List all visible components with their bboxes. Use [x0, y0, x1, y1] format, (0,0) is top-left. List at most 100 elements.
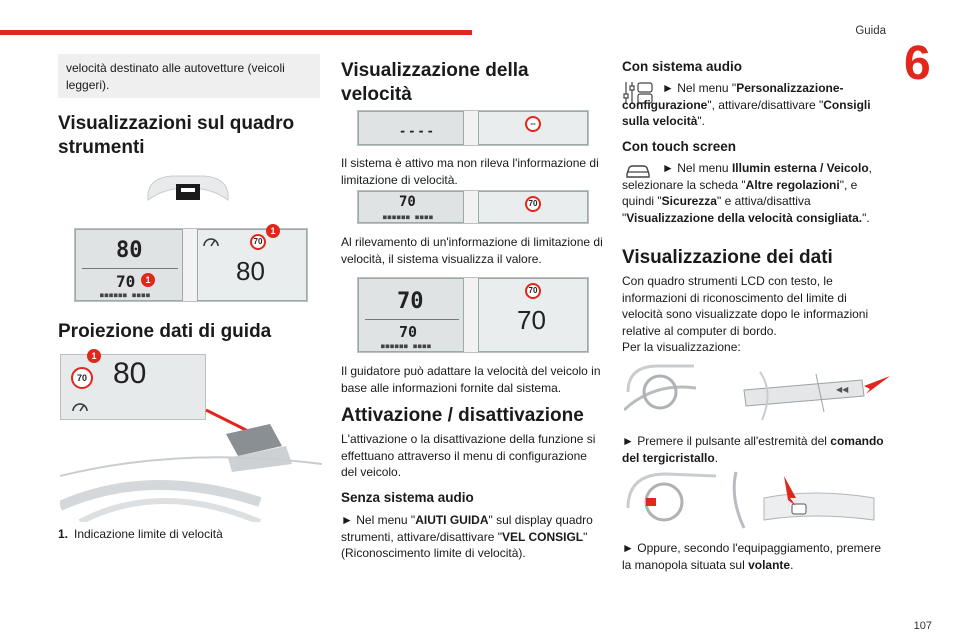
cluster-figure: 80 70 ■■■■■■ ■■■■ 1 70 1 80 — [74, 224, 308, 302]
subheading-with-audio: Con sistema audio — [622, 59, 743, 74]
control-name: comando del tergicristallo — [622, 434, 884, 465]
top-accent-bar — [0, 30, 472, 35]
text-run: . — [790, 557, 794, 572]
caption-number: 1. — [58, 527, 69, 541]
text-run: " e attiva/disattiva " — [622, 194, 811, 225]
instruction-with-audio: ► Nel menu "Personalizzazione-configuraz… — [622, 80, 884, 130]
lcd-left-display: 80 70 ■■■■■■ ■■■■ — [75, 229, 183, 301]
speed-limit-sign-empty: -- — [525, 116, 541, 132]
paragraph: Con quadro strumenti LCD con testo, le i… — [622, 274, 869, 338]
text-run: ", e quindi " — [622, 177, 858, 209]
lcd-left-display: 70 70 ■■■■■■ ■■■■ — [358, 278, 464, 352]
speed-readout: 80 — [236, 256, 265, 286]
chapter-tab: 6 — [898, 34, 960, 112]
settings-menu-icon — [623, 82, 653, 104]
text-run: . — [714, 450, 719, 465]
heading-data-display: Visualizzazione dei dati — [622, 247, 833, 268]
arrow-bullet: ► — [622, 541, 634, 555]
instruction-touch-screen: ► Nel menu Illumin esterna / Veicolo, se… — [622, 160, 884, 226]
segment-dots: ■■■■■■ ■■■■ — [381, 343, 432, 350]
heading-head-up: Proiezione dati di guida — [58, 321, 272, 342]
wiper-stalk-illustration: ◀◀ — [624, 364, 890, 421]
hud-figure: 70 1 80 — [60, 349, 206, 420]
instruction-wiper: ► Premere il pulsante all'estremità del … — [622, 433, 884, 466]
hud-speed-readout: 80 — [113, 357, 147, 390]
paragraph: Al rilevamento di un'informazione di lim… — [341, 235, 603, 266]
page-section-title: Guida — [855, 25, 886, 37]
text-run: Nel menu " — [356, 513, 416, 527]
text-run: ". — [697, 114, 705, 128]
steering-wheel-illustration — [626, 471, 875, 529]
arrow-bullet: ► — [662, 161, 674, 175]
instruction-steering: ► Oppure, secondo l'equipaggiamento, pre… — [622, 540, 884, 573]
option-name: Visualizzazione della velocità consiglia… — [626, 210, 863, 225]
text-run: Premere il pulsante all'estremità del — [637, 434, 831, 448]
lcd-right-display: 70 1 80 — [197, 224, 307, 301]
speed-limit-sign: 70 — [525, 196, 541, 212]
chapter-number: 6 — [904, 37, 931, 90]
lcd-right-display: 70 — [478, 191, 588, 223]
speed-figure-2: 70 ■■■■■■ ■■■■ 70 — [357, 190, 589, 224]
dash-placeholder: ---- — [399, 124, 436, 138]
tab-name: Altre regolazioni — [745, 177, 840, 192]
paragraph: L'attivazione o la disattivazione della … — [341, 432, 596, 479]
menu-name: Personalizzazione-configurazione — [622, 81, 844, 112]
lcd-left-display: 70 ■■■■■■ ■■■■ — [358, 191, 464, 223]
text-run: " sul display quadro strumenti, attivare… — [341, 513, 593, 544]
lcd-right-display: -- — [478, 111, 588, 145]
speed-figure-1: ---- -- — [357, 110, 589, 146]
arrow-bullet: ► — [341, 513, 353, 527]
menu-name: Illumin esterna / Veicolo — [731, 161, 869, 175]
caption-text: Indicazione limite di velocità — [74, 527, 223, 541]
paragraph: Il sistema è attivo ma non rileva l'info… — [341, 156, 599, 187]
text-run: Nel menu " — [677, 81, 737, 95]
control-name: volante — [748, 557, 791, 572]
segment-dots: ■■■■■■ ■■■■ — [383, 214, 434, 221]
segment-dots: ■■■■■■ ■■■■ — [100, 292, 151, 299]
callout-badge: 1 — [266, 224, 280, 238]
speed-limit-sign: 70 — [250, 234, 266, 250]
callout-badge: 1 — [87, 349, 101, 363]
instrument-cluster-icon — [147, 175, 229, 201]
speed-limit-sign: 70 — [71, 367, 93, 389]
heading-cluster-display: Visualizzazioni sul quadro strumenti — [58, 113, 295, 158]
speed-readout: 70 — [517, 305, 546, 335]
paragraph: Per la visualizzazione: — [622, 340, 741, 354]
text-run: " (Riconoscimento limite di velocità). — [341, 529, 588, 561]
arrow-bullet: ► — [662, 81, 674, 95]
dashboard-hud-illustration — [60, 408, 322, 522]
lcd-right-display: 70 70 — [478, 278, 588, 352]
menu-item: Consigli sulla velocità — [622, 97, 871, 129]
car-icon — [626, 165, 650, 178]
segment-speed-bottom: 70 — [399, 323, 418, 341]
text-run: ". — [862, 210, 870, 225]
speed-figure-3: 70 70 ■■■■■■ ■■■■ 70 70 — [357, 277, 589, 353]
speed-gauge-icon — [203, 238, 219, 247]
svg-text:◀◀: ◀◀ — [836, 385, 849, 394]
segment-speed: 70 — [399, 194, 416, 210]
figure-caption: 1. Indicazione limite di velocità — [58, 527, 223, 541]
lcd-left-display: ---- — [358, 111, 464, 145]
arrow-bullet: ► — [622, 434, 634, 448]
page-number: 107 — [913, 620, 932, 632]
heading-activation: Attivazione / disattivazione — [341, 405, 584, 426]
text-run: ", attivare/disattivare " — [707, 97, 824, 112]
note-box: velocità destinato alle autovetture (vei… — [58, 54, 320, 98]
paragraph: Il guidatore può adattare la velocità de… — [341, 364, 601, 395]
segment-speed-bottom: 70 — [116, 272, 136, 291]
text-run: Oppure, secondo l'equipaggiamento, preme… — [622, 541, 882, 572]
menu-item: VEL CONSIGL — [502, 529, 584, 544]
segment-speed-top: 70 — [397, 289, 424, 314]
subheading-touch-screen: Con touch screen — [622, 139, 737, 154]
section-name: Sicurezza — [661, 194, 717, 208]
callout-badge: 1 — [141, 273, 155, 287]
speed-gauge-icon — [72, 403, 88, 412]
segment-speed-top: 80 — [116, 238, 143, 263]
instruction-no-audio: ► Nel menu "AIUTI GUIDA" sul display qua… — [341, 512, 603, 562]
text-run: , selezionare la scheda " — [622, 161, 872, 192]
text-run: Nel menu — [677, 161, 732, 175]
speed-limit-sign: 70 — [525, 283, 541, 299]
subheading-no-audio: Senza sistema audio — [341, 490, 474, 505]
menu-name: AIUTI GUIDA — [415, 513, 489, 527]
heading-speed-display: Visualizzazione della velocità — [341, 60, 529, 105]
